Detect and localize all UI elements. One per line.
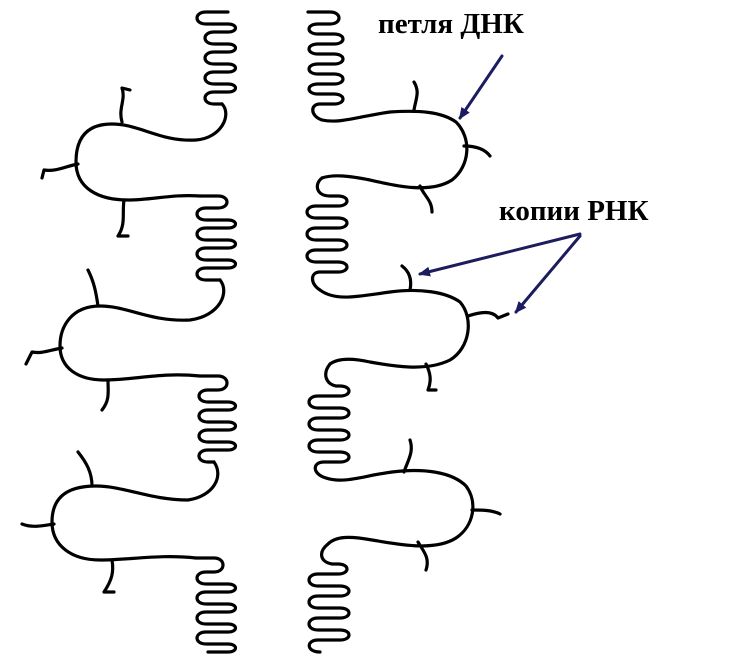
- rna-branch: [104, 560, 114, 592]
- left-chromatin-coil-4: [196, 558, 236, 652]
- right-chromatin-coil-4: [309, 544, 349, 652]
- left-chromatin-coil-2: [197, 196, 236, 280]
- rna-branch: [402, 266, 411, 290]
- rna-copies-label: копии РНК: [499, 197, 649, 226]
- left-dna-loop-2: [60, 280, 224, 380]
- rna-branch: [102, 380, 108, 410]
- right-dna-loop-3: [326, 471, 473, 546]
- rna-branch: [426, 364, 436, 390]
- dna-loop-label: петля ДНК: [378, 10, 524, 39]
- right-dna-loop-1: [322, 111, 467, 187]
- rna-copies-arrow-upper: [420, 234, 580, 274]
- left-dna-loop-3: [52, 462, 218, 560]
- left-chromatin-coil-1: [197, 12, 236, 104]
- right-chromatin-coil-3: [309, 364, 349, 478]
- rna-branch: [468, 313, 508, 319]
- rna-branch: [414, 82, 417, 110]
- rna-branch: [78, 452, 92, 486]
- rna-branch: [121, 88, 130, 122]
- dna-loop-arrow: [460, 56, 502, 118]
- rna-branch: [420, 186, 432, 212]
- rna-branch: [404, 440, 411, 472]
- rna-branch: [26, 348, 62, 364]
- rna-branch: [22, 524, 54, 526]
- right-dna-loop-2: [320, 290, 468, 367]
- left-dna-loop-1: [76, 104, 226, 200]
- rna-branch: [118, 200, 128, 236]
- rna-branch: [472, 510, 500, 514]
- right-chromatin-coil-2: [307, 178, 347, 290]
- right-chromatin-coil-1: [308, 12, 343, 120]
- left-chromatin-coil-3: [199, 376, 236, 462]
- rna-branch: [42, 164, 78, 178]
- rna-branch: [88, 270, 98, 306]
